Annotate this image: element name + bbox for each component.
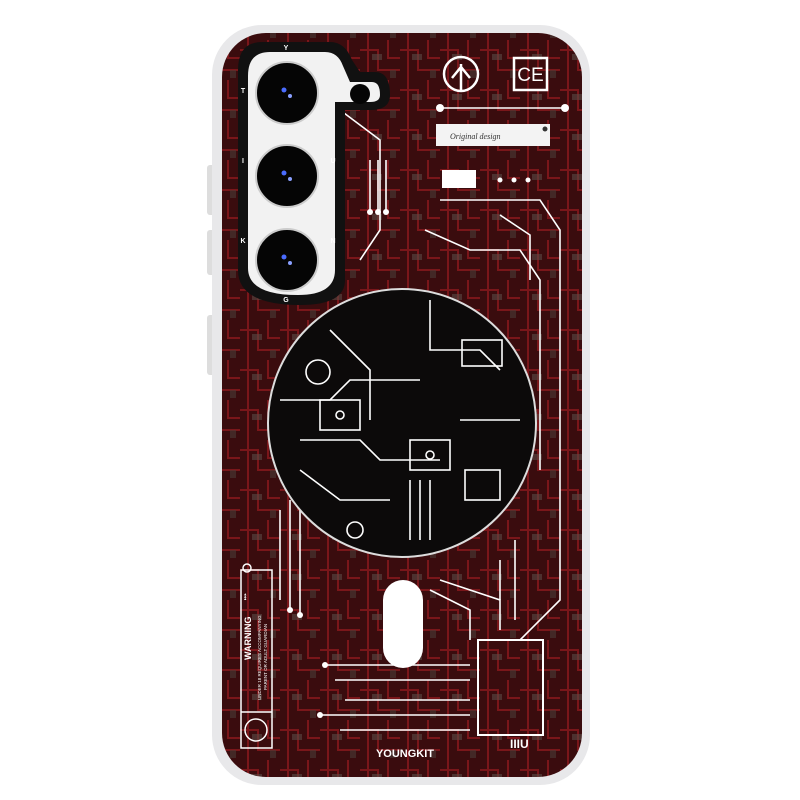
camera-ring-letters: Y T I U K N G (240, 45, 335, 304)
processor-chip-graphic (477, 639, 544, 736)
lanyard-cutout (383, 580, 423, 668)
svg-text:K: K (240, 238, 245, 245)
warning-text-line2: PARENT OR ADULT GUARDIAN (263, 624, 268, 690)
arrow-circle-logo-icon (442, 55, 480, 93)
warning-title: WARNING (243, 617, 253, 661)
svg-text:U: U (330, 158, 335, 165)
youngkit-emblem-icon (244, 718, 268, 742)
brand-logo: YOUNGKIT (376, 748, 434, 760)
svg-text:Y: Y (284, 45, 289, 52)
chip-icon (442, 170, 476, 188)
ce-mark: CE (517, 65, 543, 86)
arrows-icon: ▶▶▶ (243, 592, 247, 600)
warning-tag: ▶▶▶ WARNING UNDER 18 REQUIRES ACCOMPANYI… (240, 563, 273, 749)
original-design-tag (436, 124, 550, 146)
svg-text:I: I (242, 158, 244, 165)
brand-mark-icon: IIIU (510, 737, 529, 751)
svg-text:T: T (241, 88, 246, 95)
ce-mark-box (512, 56, 549, 92)
magsafe-circuit-disc (267, 288, 537, 558)
disc-circuit-pattern (280, 300, 520, 540)
original-design-label: Original design (450, 132, 500, 141)
warning-text-line1: UNDER 18 REQUIRES ACCOMPANYING (257, 615, 262, 700)
circuit-traces (279, 107, 565, 731)
svg-text:N: N (330, 238, 335, 245)
flash-cutout (350, 84, 370, 104)
svg-text:G: G (283, 297, 289, 304)
camera-lenses (255, 61, 370, 292)
